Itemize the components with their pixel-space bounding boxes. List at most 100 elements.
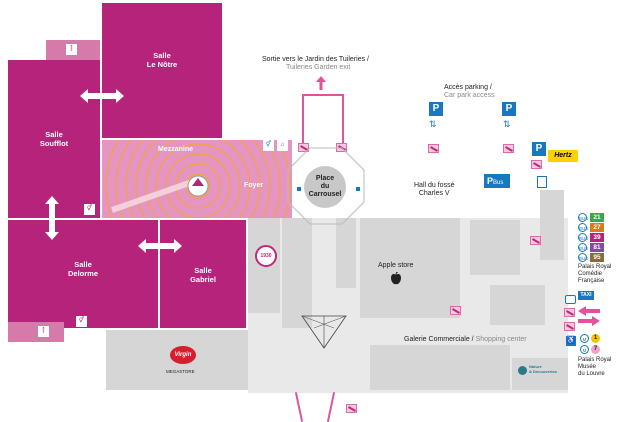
double-arrow-horizontal-bottom [138, 239, 182, 253]
bus-icon: BUS [578, 223, 588, 232]
bus-line-27[interactable]: 27 [590, 223, 604, 232]
tuileries-exit-en: Tuileries Garden exit [286, 64, 351, 71]
wheelchair-icon: ♿ [566, 336, 576, 346]
bus-parking-sign[interactable]: PBus [484, 174, 510, 188]
parking-arrows-right-icon: ⇅ [503, 119, 511, 129]
bus-line-81[interactable]: 81 [590, 243, 604, 252]
shop-block-right-3 [540, 190, 564, 260]
room-le-notre-label: Salle Le Nôtre [146, 51, 178, 69]
path-bottom-left [294, 392, 304, 422]
place-du-carrousel[interactable]: Place du Carrousel [304, 166, 346, 208]
parking-sign-hall[interactable]: P [532, 142, 546, 156]
bus-icon: BUS [578, 233, 588, 242]
bus-parking-label: Bus [493, 180, 504, 186]
room-gabriel[interactable]: Salle Gabriel [160, 220, 246, 328]
store-badge-1930[interactable]: 1930 [255, 245, 277, 267]
parking-arrows-left-icon: ⇅ [429, 119, 437, 129]
shop-block-bottom-1 [370, 345, 510, 390]
place-du-carrousel-label: Place du Carrousel [308, 175, 342, 198]
escalator-icon-hall [531, 160, 542, 169]
tuileries-exit-fr: Sortie vers le Jardin des Tuileries / [262, 56, 369, 63]
apple-logo-icon [391, 272, 401, 285]
bus-line-21[interactable]: 21 [590, 213, 604, 222]
virgin-megastore-label: MEGASTORE [166, 369, 195, 374]
store-badge-label: 1930 [260, 253, 272, 259]
apple-store-label: Apple store [378, 262, 414, 269]
cloakroom-bottom-icon: ⫿ [38, 326, 49, 337]
nature-icon [518, 366, 527, 375]
taxi-sign[interactable]: TAXI [578, 291, 594, 300]
parking-access-en: Car park access [444, 92, 495, 99]
room-soufflot[interactable]: Salle Soufflot [8, 60, 100, 218]
path-bottom-right [326, 392, 336, 422]
parking-access-fr: Accès parking / [444, 84, 492, 91]
hertz-logo[interactable]: Hertz [548, 150, 578, 162]
virgin-logo[interactable]: Virgin [170, 346, 196, 364]
escalator-icon-shops-3 [564, 308, 575, 317]
metro-icon-1: M [580, 334, 589, 343]
virgin-label: Virgin [174, 352, 192, 358]
escalator-icon-bottom [346, 404, 357, 413]
shop-block-right-1 [470, 220, 520, 275]
shop-block-right-2 [490, 285, 545, 325]
mezzanine-foyer-area[interactable]: Mezzanine Foyer [102, 140, 292, 218]
nature-label: Nature & Découvertes [529, 364, 558, 374]
room-le-notre[interactable]: Salle Le Nôtre [102, 3, 222, 138]
metro-icon-2: M [580, 345, 589, 354]
lift-icon-hall [537, 176, 547, 188]
bus-icon: BUS [578, 243, 588, 252]
double-arrow-vertical [45, 196, 59, 240]
escalator-icon-exit-left [298, 143, 309, 152]
info-marker-2 [356, 187, 360, 191]
room-delorme[interactable]: Salle Delorme [8, 220, 158, 328]
room-gabriel-label: Salle Gabriel [190, 266, 216, 284]
coat-room-top[interactable]: ⫿ [46, 40, 100, 60]
metro-line-7[interactable]: 7 [591, 345, 600, 354]
exit-path-left [302, 94, 304, 144]
escalator-icon-shops-1 [530, 236, 541, 245]
station-palais-royal-louvre: Palais Royal Musée du Louvre [578, 357, 612, 377]
foyer-label: Foyer [244, 182, 264, 189]
coat-room-bottom[interactable]: ⫿ [8, 322, 64, 342]
bus-icon: BUS [578, 213, 588, 222]
galerie-label-fr: Galerie Commerciale / [404, 336, 474, 343]
parking-sign-left[interactable]: P [429, 102, 443, 116]
nature-decouvertes-logo[interactable]: Nature & Découvertes [518, 364, 562, 378]
shop-block-left-3 [336, 218, 356, 288]
inverted-pyramid-icon [301, 315, 347, 349]
shop-block-left-2 [282, 218, 312, 328]
toilets-icon-mezzanine: ⚥ [263, 140, 274, 151]
bus-line-95[interactable]: 95 [590, 253, 604, 262]
escalator-icon-parking-right [503, 144, 514, 153]
cloakroom-mezzanine-icon: ⌂ [277, 140, 288, 151]
cloakroom-icon: ⫿ [66, 44, 77, 55]
parking-sign-right[interactable]: P [502, 102, 516, 116]
info-marker-1 [297, 187, 301, 191]
station-palais-royal-comedie: Palais Royal Comédie Française [578, 264, 612, 284]
bus-icon: BUS [578, 253, 588, 262]
room-delorme-label: Salle Delorme [67, 260, 98, 278]
bus-stop-small-icon [565, 295, 576, 304]
taxi-label: TAXI [580, 292, 592, 298]
room-soufflot-label: Salle Soufflot [39, 130, 69, 148]
metro-line-1[interactable]: 1 [591, 334, 600, 343]
hertz-label: Hertz [554, 152, 572, 159]
apple-store-area[interactable] [360, 218, 460, 318]
bus-parking-p: P [487, 176, 494, 186]
metro-line-1-label: 1 [593, 335, 598, 341]
galerie-label: Galerie Commerciale / Shopping center [404, 336, 527, 343]
hall-label: Hall du fossé Charles V [414, 182, 455, 197]
exit-arrows-icon [578, 306, 600, 326]
escalator-icon-shops-4 [564, 322, 575, 331]
galerie-label-en: Shopping center [475, 336, 527, 343]
carrousel-octagon [287, 147, 365, 225]
foyer-rings [105, 140, 291, 218]
escalator-icon-parking-left [428, 144, 439, 153]
escalator-icon-shops-2 [450, 306, 461, 315]
exit-arrow-up-icon [316, 76, 326, 90]
metro-line-7-label: 7 [593, 346, 598, 352]
bus-line-39[interactable]: 39 [590, 233, 604, 242]
toilets-icon-delorme: ⚥ [76, 316, 87, 327]
exit-path-top [302, 94, 344, 96]
